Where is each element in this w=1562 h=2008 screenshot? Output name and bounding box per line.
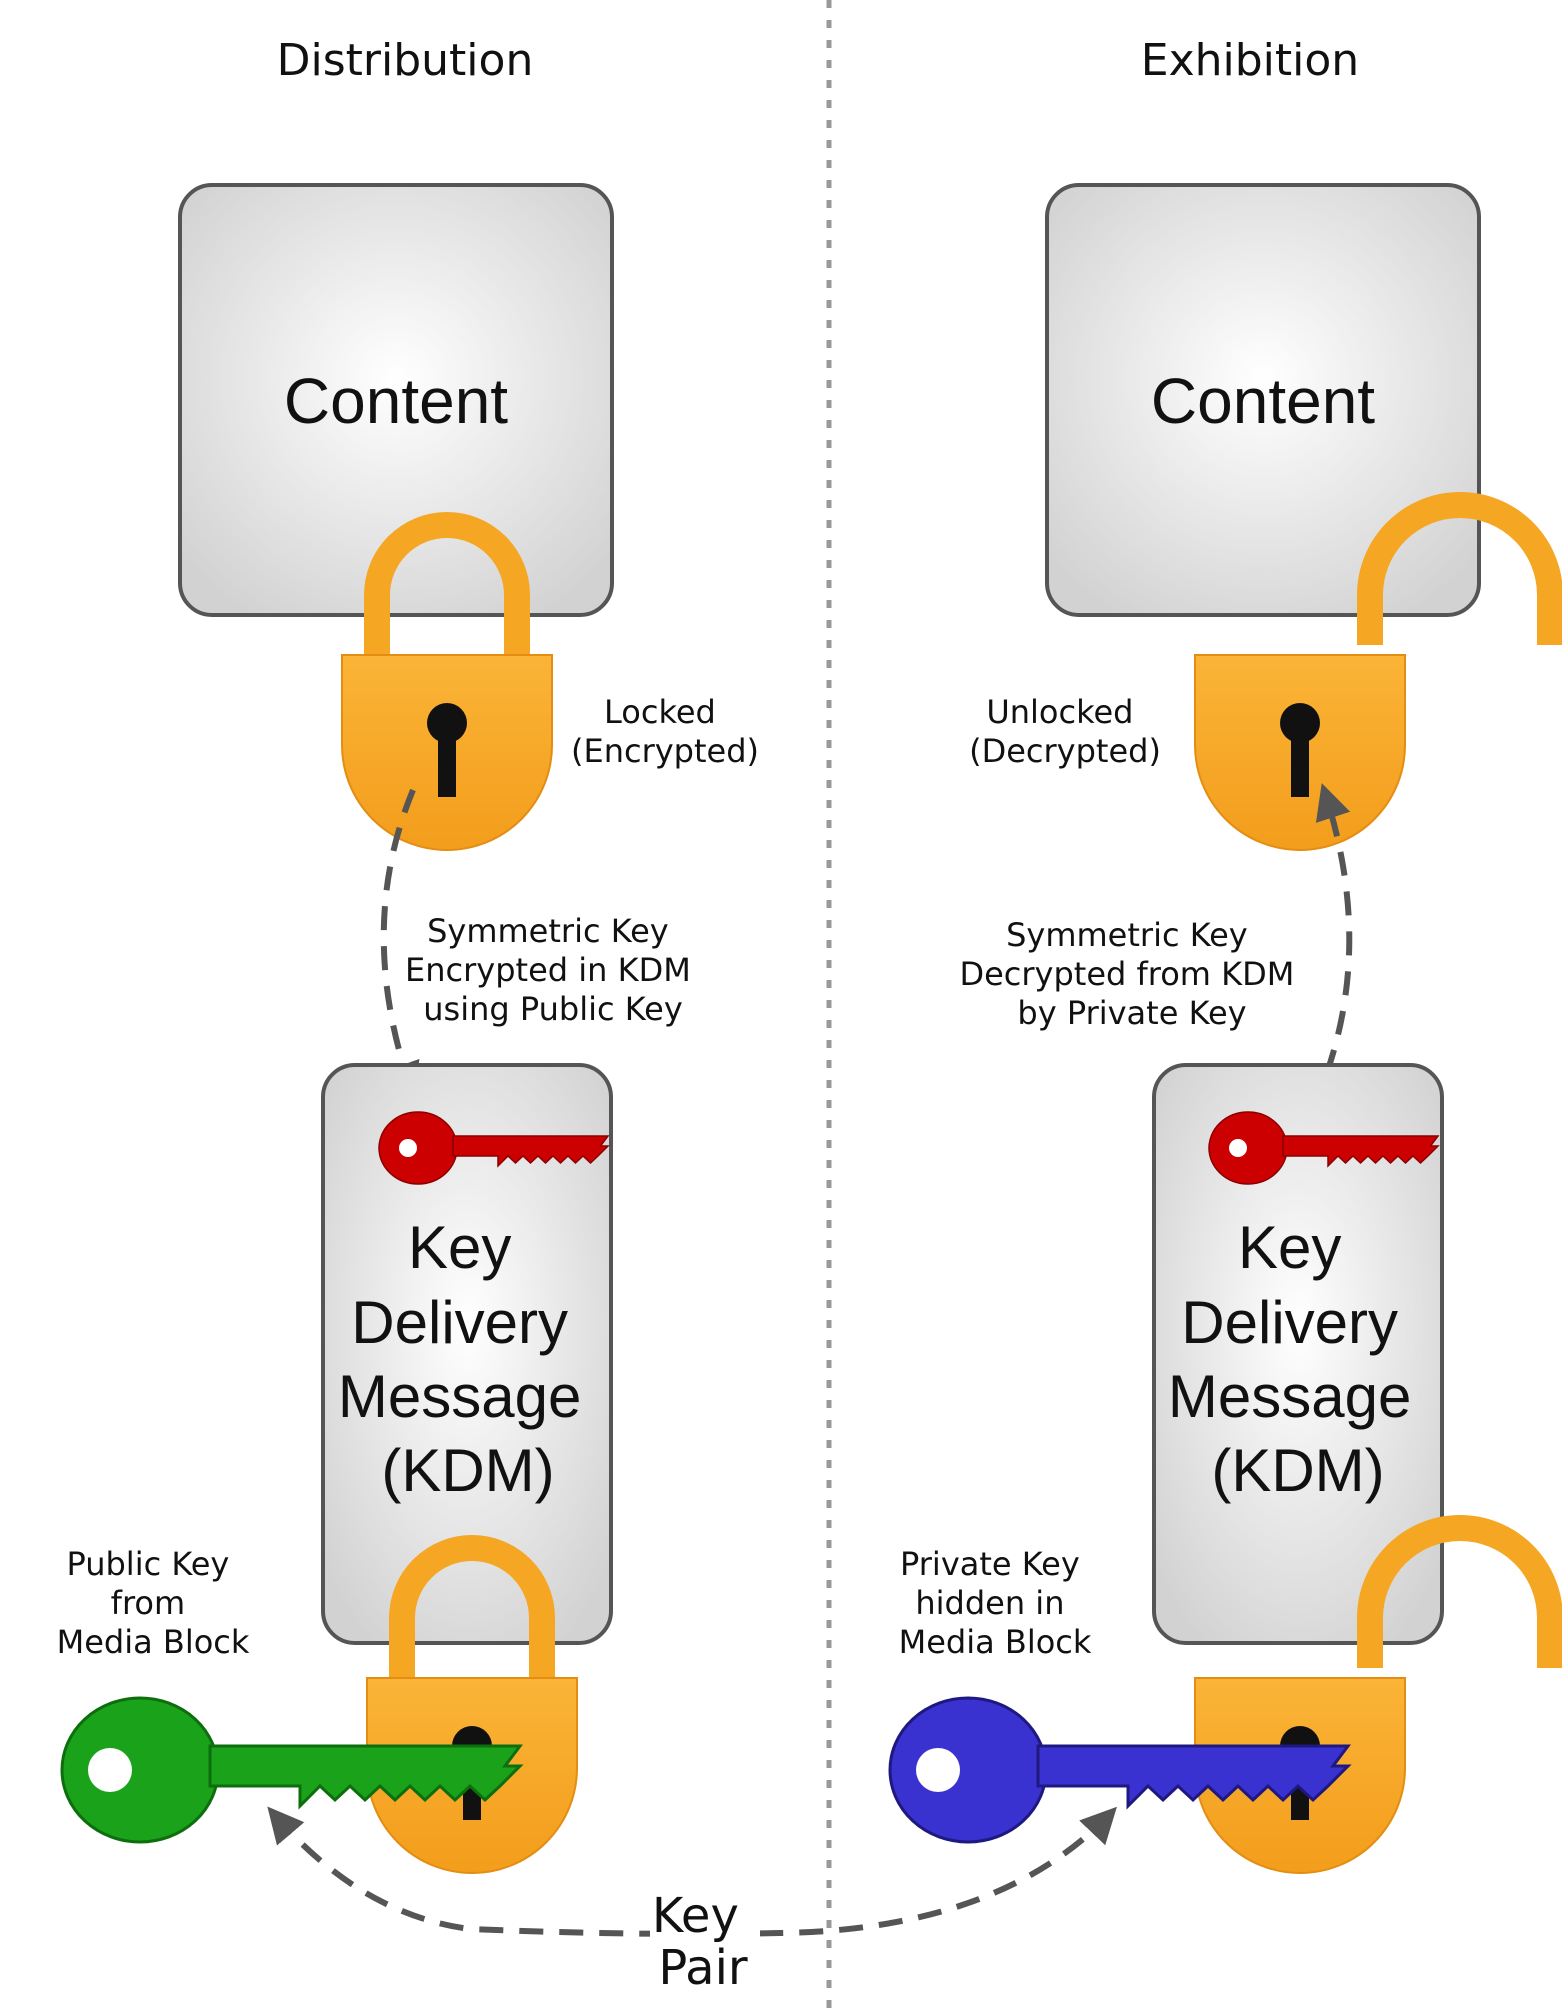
red-key-icon [1208, 1111, 1439, 1185]
red-key-icon [378, 1111, 609, 1185]
blue-key-icon [888, 1696, 1350, 1844]
exhibition-content-box [1045, 183, 1481, 617]
public-key-note: Public Key from Media Block [57, 1545, 250, 1661]
distribution-lock-status: Locked (Encrypted) [571, 693, 759, 770]
exhibition-kdm-box [1152, 1063, 1444, 1645]
exhibition-content-label: Content [1151, 365, 1375, 437]
distribution-kdm-label: Key Delivery Message (KDM) [338, 1214, 598, 1504]
private-key-note: Private Key hidden in Media Block [899, 1545, 1092, 1661]
key-pair-label: Key Pair [652, 1888, 754, 1996]
distribution-kdm-box [321, 1063, 613, 1645]
distribution-symmetric-key-note: Symmetric Key Encrypted in KDM using Pub… [405, 912, 701, 1028]
distribution-content-label: Content [284, 365, 508, 437]
green-key-icon [60, 1696, 522, 1844]
exhibition-kdm-label: Key Delivery Message (KDM) [1168, 1214, 1428, 1504]
exhibition-symmetric-key-note: Symmetric Key Decrypted from KDM by Priv… [959, 916, 1304, 1032]
distribution-content-box [178, 183, 614, 617]
key-pair-label-bg [650, 1888, 760, 2008]
exhibition-lock-status: Unlocked (Decrypted) [969, 693, 1161, 770]
distribution-header: Distribution [277, 35, 534, 86]
exhibition-header: Exhibition [1141, 35, 1359, 86]
key-pair-arrow [267, 1806, 1117, 1937]
